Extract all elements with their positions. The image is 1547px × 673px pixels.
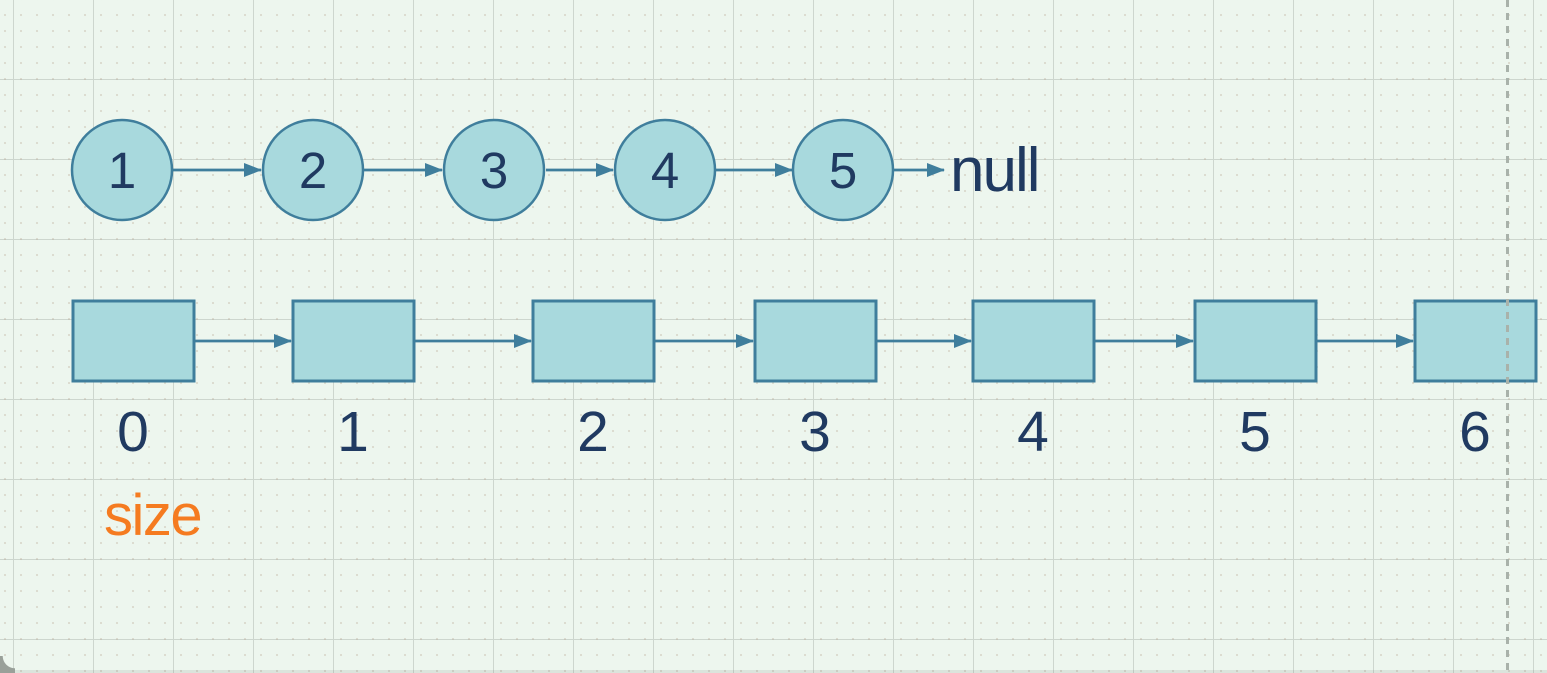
page-bottom-edge	[0, 670, 1547, 673]
index-label[interactable]: 6	[1459, 400, 1491, 464]
linked-list-node[interactable]	[261, 118, 365, 222]
node-value: 4	[651, 142, 679, 199]
linked-list-node[interactable]	[613, 118, 717, 222]
linked-list-node[interactable]	[442, 118, 546, 222]
node-value: 5	[829, 142, 857, 199]
array-cell[interactable]	[291, 299, 416, 383]
size-caption[interactable]: size	[104, 483, 203, 548]
array-cell[interactable]	[1413, 299, 1538, 383]
array-cell[interactable]	[531, 299, 656, 383]
index-label[interactable]: 0	[117, 400, 149, 464]
page-break-dashed-line	[1506, 0, 1509, 673]
node-value: 3	[480, 142, 508, 199]
null-terminator-label[interactable]: null	[950, 136, 1041, 205]
index-label[interactable]: 1	[337, 400, 369, 464]
linked-list-node[interactable]	[70, 118, 174, 222]
node-value: 2	[299, 142, 327, 199]
node-value: 1	[108, 142, 136, 199]
linked-list-node[interactable]	[791, 118, 895, 222]
array-cell[interactable]	[1193, 299, 1318, 383]
page-corner-shadow	[0, 656, 15, 673]
index-label[interactable]: 5	[1239, 400, 1271, 464]
index-label[interactable]: 4	[1017, 400, 1049, 464]
array-cell[interactable]	[971, 299, 1096, 383]
array-cell[interactable]	[71, 299, 196, 383]
index-label[interactable]: 2	[577, 400, 609, 464]
index-label[interactable]: 3	[799, 400, 831, 464]
array-cell[interactable]	[753, 299, 878, 383]
